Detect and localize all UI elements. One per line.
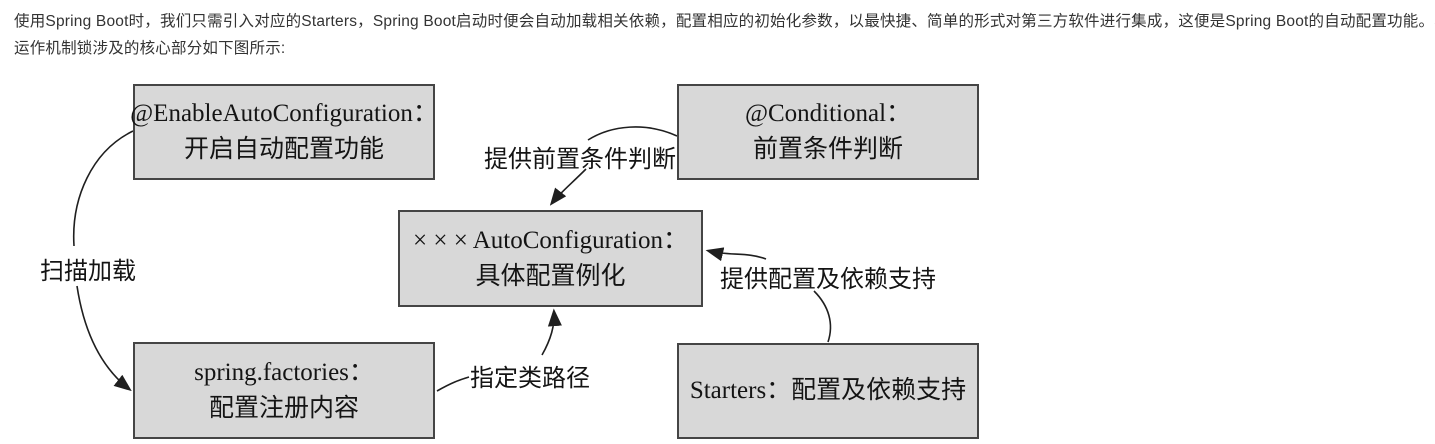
edge-label-specify-classpath: 指定类路径 [470, 366, 590, 392]
node-xxx-auto-configuration-desc: 具体配置例化 [475, 262, 626, 290]
intro-paragraph: 使用Spring Boot时，我们只需引入对应的Starters，Spring … [0, 0, 1435, 62]
node-xxx-auto-configuration: × × × AutoConfiguration： 具体配置例化 [398, 210, 703, 307]
node-conditional: @Conditional： 前置条件判断 [677, 84, 979, 180]
node-enable-auto-configuration: @EnableAutoConfiguration： 开启自动配置功能 [130, 84, 438, 180]
edge-provide-config-deps-arrow [705, 247, 767, 262]
node-spring-factories: spring.factories： 配置注册内容 [133, 342, 435, 439]
node-starters: Starters：配置及依赖支持 [677, 343, 979, 439]
node-spring-factories-title: spring.factories： [194, 358, 374, 386]
edge-label-provide-config-deps: 提供配置及依赖支持 [720, 267, 936, 293]
node-enable-auto-configuration-title: @EnableAutoConfiguration： [130, 100, 438, 127]
node-spring-factories-desc: 配置注册内容 [208, 394, 359, 422]
edge-scan-load-tail [72, 130, 134, 247]
node-enable-auto-configuration-desc: 开启自动配置功能 [183, 136, 384, 163]
node-starters-title: Starters：配置及依赖支持 [689, 377, 967, 404]
edge-label-provide-precondition: 提供前置条件判断 [484, 147, 676, 173]
edge-specify-classpath-arrow [541, 308, 562, 356]
edge-scan-load-arrow [76, 285, 132, 392]
node-xxx-auto-configuration-title: × × × AutoConfiguration： [413, 226, 688, 254]
edge-label-scan-load: 扫描加载 [40, 259, 136, 285]
edge-provide-precondition-tail [587, 126, 678, 141]
edge-specify-classpath-tail [436, 376, 470, 392]
node-conditional-desc: 前置条件判断 [752, 136, 903, 163]
node-conditional-title: @Conditional： [744, 100, 912, 127]
edge-provide-config-deps-tail [813, 290, 832, 343]
intro-paragraph-line-2: 运作机制锁涉及的核心部分如下图所示: [14, 40, 286, 57]
intro-paragraph-line-1: 使用Spring Boot时，我们只需引入对应的Starters，Spring … [14, 13, 1435, 30]
edge-provide-precondition-arrow [549, 168, 587, 206]
